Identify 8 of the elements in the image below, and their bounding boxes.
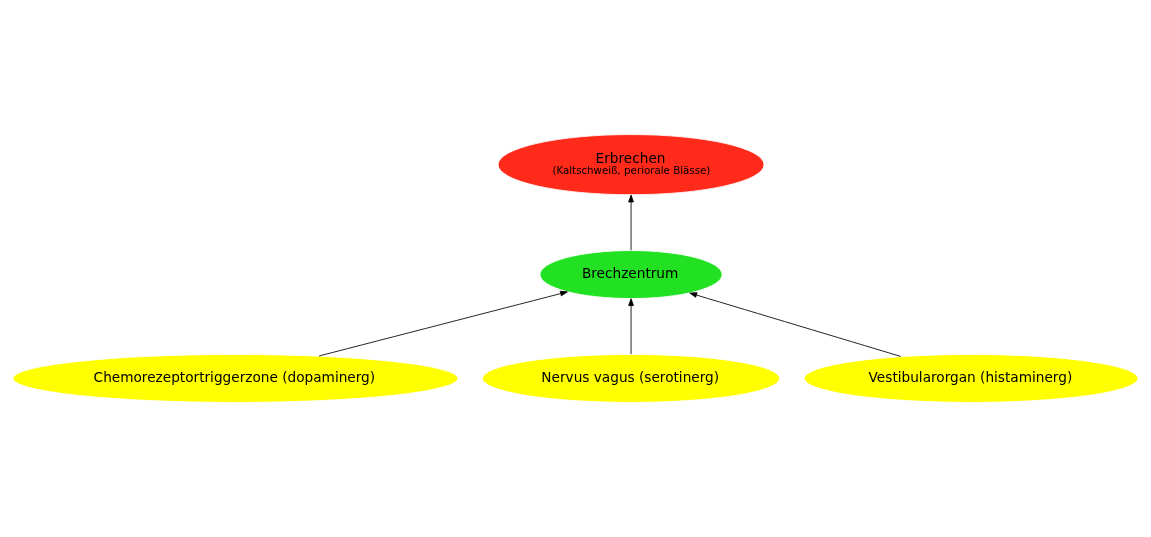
node-ellipse: Chemorezeptortriggerzone (dopaminerg): [12, 354, 459, 403]
node-ellipse: Nervus vagus (serotinerg): [482, 354, 781, 403]
arrow: [689, 292, 902, 357]
node-ellipse: Vestibularorgan (histaminerg): [803, 354, 1139, 403]
arrow: [628, 194, 634, 251]
node-ellipse: Erbrechen (Kaltschweiß, periorale Blässe): [497, 134, 765, 196]
arrow: [318, 290, 568, 357]
arrow: [628, 298, 634, 355]
